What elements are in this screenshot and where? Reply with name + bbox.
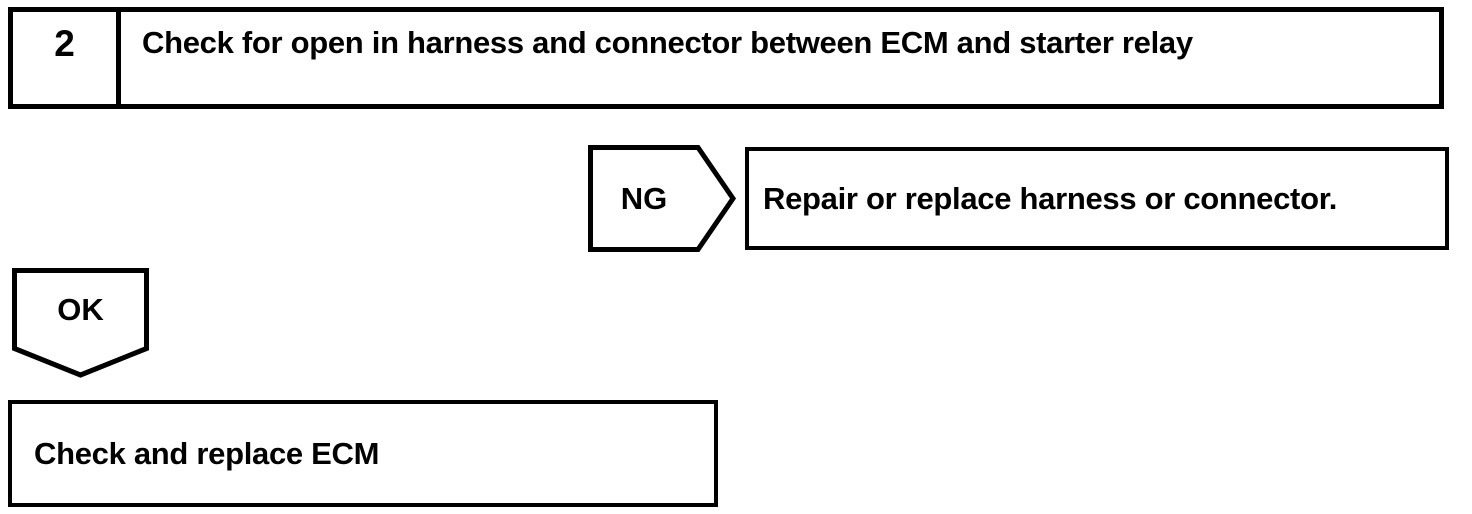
step-title: Check for open in harness and connector … (142, 25, 1193, 60)
step-number-cell: 2 (13, 12, 121, 104)
ng-action-text: Repair or replace harness or connector. (763, 180, 1338, 216)
step-number: 2 (54, 23, 75, 64)
ok-action-text: Check and replace ECM (34, 435, 380, 471)
ng-pentagon-icon (588, 145, 737, 252)
ng-connector: NG (588, 145, 738, 252)
ok-pentagon-icon (12, 268, 149, 378)
ok-action-box: Check and replace ECM (8, 400, 718, 507)
ng-label: NG (620, 180, 668, 216)
step-box: 2 Check for open in harness and connecto… (8, 7, 1444, 109)
ok-label: OK (57, 292, 104, 327)
ok-connector: OK (12, 268, 149, 380)
step-title-cell: Check for open in harness and connector … (121, 12, 1439, 104)
ng-action-box: Repair or replace harness or connector. (745, 147, 1449, 250)
